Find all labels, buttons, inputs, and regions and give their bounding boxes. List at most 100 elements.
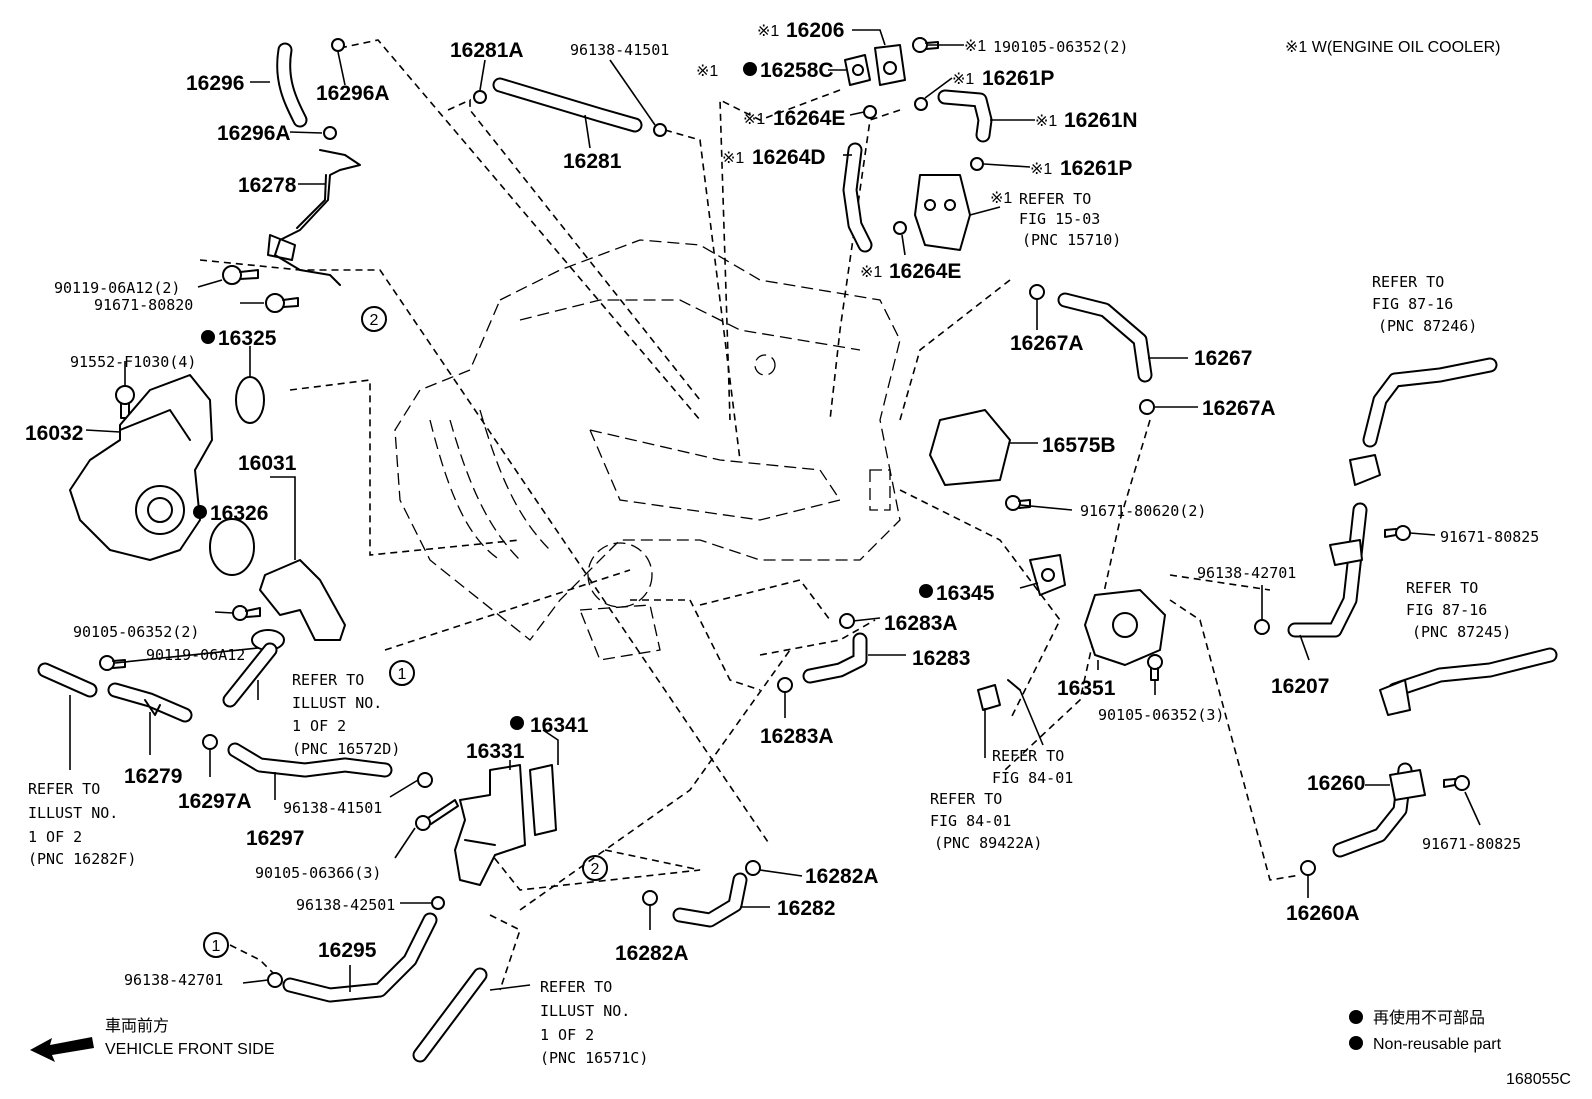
- front-arrow-icon: [30, 1037, 94, 1062]
- ref-fig84-b-line3: (PNC 89422A): [934, 834, 1042, 852]
- ref-fig84-b-line2: FIG 84-01: [930, 812, 1011, 830]
- ref-16571C-line3: 1 OF 2: [540, 1026, 594, 1044]
- ref-illust-16571C: REFER TO ILLUST NO. 1 OF 2 (PNC 16571C): [540, 978, 648, 1067]
- vehicle-front-indicator: 車両前方 VEHICLE FRONT SIDE: [30, 1017, 275, 1062]
- label-96138-42501: 96138-42501: [296, 896, 395, 914]
- label-16206-prefix: ※1: [757, 23, 779, 40]
- ref-illust-16282F: REFER TO ILLUST NO. 1 OF 2 (PNC 16282F): [28, 780, 136, 868]
- clamp-96138-41501-top: [653, 123, 667, 137]
- label-91552-F1030: 91552-F1030(4): [70, 353, 196, 371]
- label-16264E-top-text: 16264E: [773, 107, 845, 130]
- label-91671-80620: 91671-80620(2): [1080, 502, 1206, 520]
- label-16283A-low: 16283A: [760, 725, 834, 748]
- label-16261N-prefix: ※1: [1035, 113, 1057, 130]
- clip-16264E-low: [893, 221, 907, 235]
- label-91671-80825-low: 91671-80825: [1422, 835, 1521, 853]
- ref-fig84-a-line1: REFER TO: [992, 747, 1064, 765]
- sensor-89422A: [977, 679, 1021, 711]
- label-96138-41501-top: 96138-41501: [570, 41, 669, 59]
- ref-fig84-a-line2: FIG 84-01: [992, 769, 1073, 787]
- label-16261N: ※1 16261N: [1035, 109, 1138, 132]
- ref-fig87-top-line1: REFER TO: [1372, 273, 1444, 291]
- clamp-96138-42701-low: [267, 972, 283, 988]
- bolt-90105-06352-2: [232, 605, 261, 621]
- label-16267: 16267: [1194, 347, 1252, 370]
- front-label-en: VEHICLE FRONT SIDE: [105, 1041, 275, 1058]
- ref-fig87-16-top: REFER TO FIG 87-16 (PNC 87246): [1372, 273, 1477, 335]
- clamp-16297A: [202, 734, 218, 750]
- ref-16571C-line1: REFER TO: [540, 978, 612, 996]
- label-190105-06352: ※1 190105-06352(2): [964, 38, 1128, 56]
- label-16325: 16325: [218, 327, 277, 350]
- legend-dot-icon: [1349, 1010, 1363, 1024]
- label-16261P-top: ※1 16261P: [952, 67, 1054, 90]
- clip-16296A-top: [331, 38, 345, 52]
- label-16258C-text: 16258C: [760, 59, 834, 82]
- clamp-96138-42701-right: [1254, 619, 1270, 635]
- label-16283: 16283: [912, 647, 970, 670]
- label-16267A-top: 16267A: [1010, 332, 1084, 355]
- clamp-16267A-top: [1029, 284, 1045, 300]
- leader-lines: [69, 29, 1481, 992]
- label-16264E-top: ※1 16264E: [743, 107, 845, 130]
- label-16261P-low: ※1 16261P: [1030, 157, 1132, 180]
- plate-16206: [874, 44, 906, 86]
- bolt-91671-80620: [1005, 495, 1031, 511]
- clamp-96138-42501: [431, 896, 445, 910]
- label-90119-06A12-2: 90119-06A12(2): [54, 279, 180, 297]
- connector-87245: [1379, 679, 1411, 716]
- ref-illust-16572D: REFER TO ILLUST NO. 1 OF 2 (PNC 16572D): [292, 671, 400, 758]
- label-16281A: 16281A: [450, 39, 524, 62]
- gasket-16258C: [844, 54, 871, 86]
- label-16264E-low-prefix: ※1: [860, 264, 882, 281]
- ref-fig87-16-low: REFER TO FIG 87-16 (PNC 87245): [1406, 579, 1511, 641]
- label-16264D-text: 16264D: [752, 146, 826, 169]
- bolt-90119-06A12-2: [222, 265, 259, 285]
- circle-ref-1-lower-text: 1: [212, 938, 221, 955]
- clamp-16283A-low: [777, 677, 793, 693]
- pipe-16260: [1332, 762, 1426, 858]
- label-190105-prefix: ※1: [964, 38, 986, 55]
- bracket-16575B: [929, 409, 1011, 486]
- label-16345: 16345: [936, 582, 995, 605]
- ref-oil-cooler-line2: FIG 15-03: [1019, 210, 1100, 228]
- bolt-91671-80820: [265, 293, 299, 313]
- ref-16282F-line2: ILLUST NO.: [28, 804, 118, 822]
- label-90105-06352-3: 90105-06352(3): [1098, 706, 1224, 724]
- label-16326: 16326: [210, 502, 268, 525]
- clip-16296A-mid: [323, 126, 337, 140]
- label-16206: ※1 16206: [757, 19, 844, 42]
- ref-fig84-b-line1: REFER TO: [930, 790, 1002, 808]
- pipe-16207: [1287, 502, 1368, 638]
- label-96138-41501-low: 96138-41501: [283, 799, 382, 817]
- label-16296: 16296: [186, 72, 244, 95]
- clamp-16267A-low: [1139, 399, 1155, 415]
- circle-ref-2-upper: 2: [361, 306, 387, 332]
- header-note: ※1 W(ENGINE OIL COOLER): [1285, 39, 1501, 56]
- gasket-16341: [529, 764, 557, 836]
- clamp-16283A-top: [839, 613, 855, 629]
- ref-fig87-top-line3: (PNC 87246): [1378, 317, 1477, 335]
- ref-16282F-line1: REFER TO: [28, 780, 100, 798]
- pipe-16279: [107, 682, 193, 723]
- clip-16261P-low: [970, 157, 984, 171]
- figure-code: 168055C: [1506, 1071, 1571, 1088]
- dot-16326: [193, 505, 207, 519]
- circle-ref-2-lower: 2: [582, 855, 608, 881]
- housing-16351: [1084, 589, 1166, 666]
- label-16261P-top-prefix: ※1: [952, 71, 974, 88]
- bolt-90105-06366: [415, 799, 459, 831]
- label-16258C-prefix: ※1: [696, 63, 718, 80]
- label-16278: 16278: [238, 174, 297, 197]
- ref-16282F-line3: 1 OF 2: [28, 828, 82, 846]
- bolt-91671-80825-low: [1443, 775, 1470, 791]
- clamp-16282A-right: [745, 860, 761, 876]
- clip-16264E-top: [863, 105, 877, 119]
- label-16295: 16295: [318, 939, 377, 962]
- label-90119-06A12: 90119-06A12: [146, 646, 245, 664]
- circle-ref-2-lower-text: 2: [591, 861, 600, 878]
- clamp-96138-41501-low: [417, 772, 433, 788]
- circle-ref-1-upper-text: 1: [398, 666, 407, 683]
